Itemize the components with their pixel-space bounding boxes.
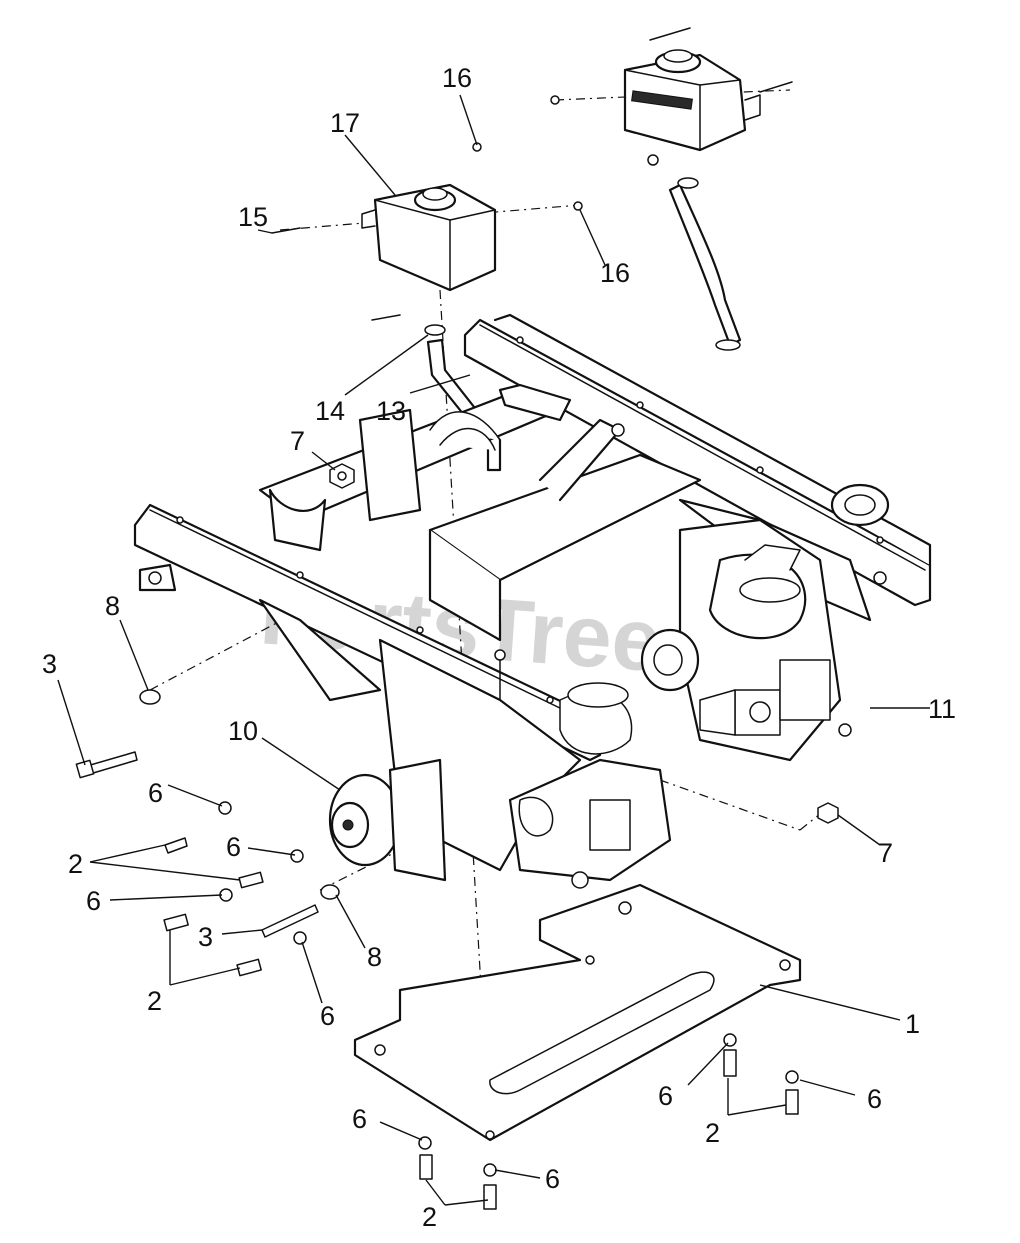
- callout-8-lower: 8: [367, 942, 382, 972]
- callout-3-upper: 3: [42, 649, 57, 679]
- callout-labels: 16 17 15 16 14 13 7 8 3 10 11 6 6 2 6 7 …: [42, 63, 956, 1232]
- callout-11: 11: [928, 694, 956, 724]
- callout-8-upper: 8: [105, 591, 120, 621]
- callout-2-d: 2: [422, 1202, 437, 1232]
- callout-3-lower: 3: [198, 922, 213, 952]
- callout-6-c: 6: [86, 886, 101, 916]
- callout-6-e: 6: [658, 1081, 673, 1111]
- leader-lines: [57, 94, 930, 1206]
- callout-6-d: 6: [320, 1001, 335, 1031]
- callout-6-f: 6: [867, 1084, 882, 1114]
- callout-7-upper: 7: [290, 426, 305, 456]
- callout-10: 10: [228, 716, 258, 746]
- callout-13: 13: [376, 396, 406, 426]
- callout-7-lower: 7: [878, 838, 893, 868]
- callout-2-c: 2: [705, 1118, 720, 1148]
- callout-15: 15: [238, 202, 268, 232]
- callout-6-h: 6: [545, 1164, 560, 1194]
- reservoir-tank-17: [271, 142, 583, 321]
- reservoir-tank-upper: [550, 27, 793, 166]
- callout-16-right: 16: [600, 258, 630, 288]
- hose-upper: [668, 177, 742, 351]
- callout-17: 17: [330, 108, 360, 138]
- callout-2-a: 2: [68, 849, 83, 879]
- callout-16-top: 16: [442, 63, 472, 93]
- callout-1: 1: [905, 1009, 920, 1039]
- skid-plate-1: [353, 883, 802, 1142]
- transmission-11: [640, 483, 890, 762]
- transmission-10: [328, 649, 672, 889]
- callout-2-b: 2: [147, 986, 162, 1016]
- callout-6-b: 6: [226, 832, 241, 862]
- fasteners: [75, 463, 839, 1210]
- callout-6-a: 6: [148, 778, 163, 808]
- callout-14: 14: [315, 396, 345, 426]
- callout-6-g: 6: [352, 1104, 367, 1134]
